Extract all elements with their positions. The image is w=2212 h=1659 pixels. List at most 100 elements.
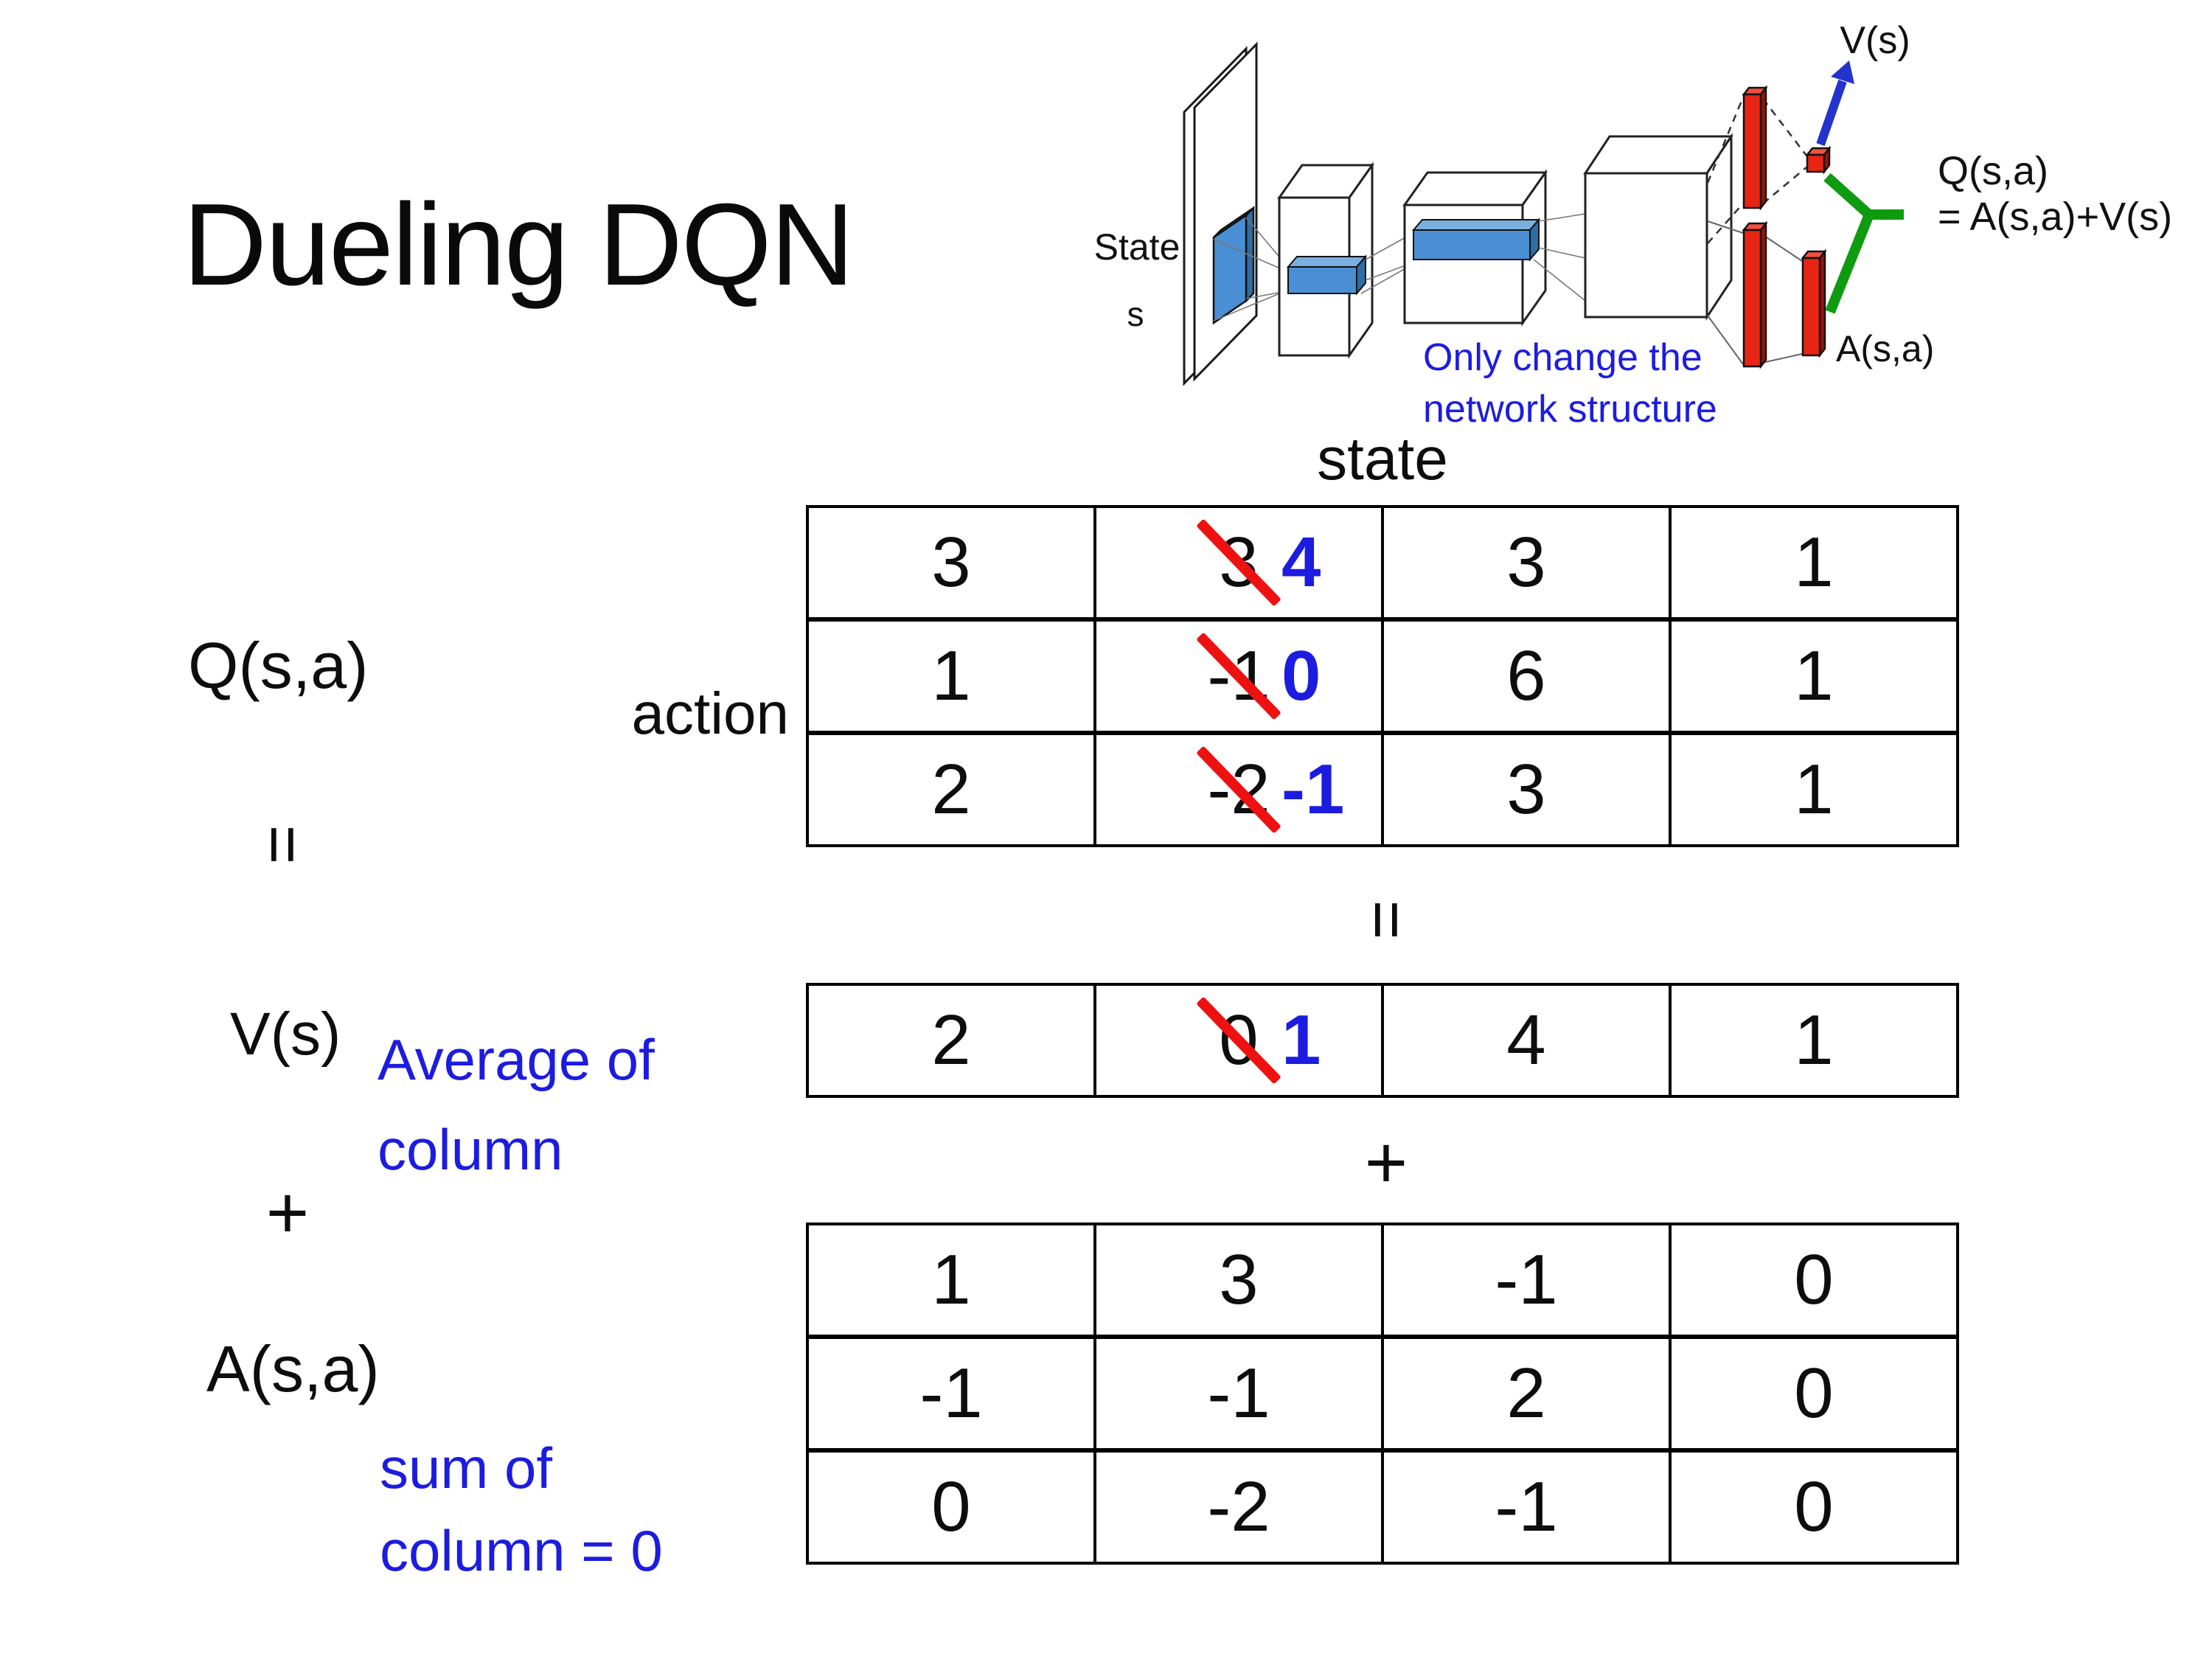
table-cell: -2 [1093, 1453, 1381, 1562]
new-value: 1 [1281, 1001, 1321, 1079]
cell-value: 3 [931, 523, 971, 602]
equals-rotated-left: = [245, 824, 321, 864]
cell-value: 1 [1794, 750, 1834, 829]
v-matrix-label: V(s) [230, 1001, 341, 1068]
cell-value: 3 [1506, 750, 1546, 829]
table-cell: 1 [1669, 986, 1956, 1095]
table-cell-corrected: 3 4 [1093, 508, 1381, 617]
cell-value: 1 [1794, 636, 1834, 715]
diagram-state-s-label: s [1127, 295, 1144, 333]
table-row: -1 -1 2 0 [809, 1335, 1956, 1448]
cell-value: 2 [931, 750, 971, 829]
table-row: 1 3 -1 0 [809, 1225, 1956, 1335]
v-table: 2 0 1 4 1 [806, 983, 1959, 1098]
cell-value: 3 [1506, 523, 1546, 602]
cell-value: 0 [1794, 1240, 1834, 1319]
cell-value: 1 [1794, 1001, 1834, 1079]
table-cell: 0 [809, 1453, 1093, 1562]
diagram-q-label-line1: Q(s,a) [1938, 149, 2048, 193]
dueling-network-diagram: State s V(s) Q(s,a) = A(s,a)+V(s) A(s,a)… [1094, 19, 2172, 428]
table-cell: 3 [1381, 735, 1669, 844]
table-row: 2 -2 -1 3 1 [809, 731, 1956, 844]
advantage-stream-lines [1707, 220, 1803, 365]
table-cell: 2 [1381, 1339, 1669, 1448]
table-cell: 0 [1669, 1453, 1956, 1562]
cell-value: -1 [919, 1354, 983, 1433]
diagram-note-line2: network structure [1423, 388, 1717, 428]
cell-value: 0 [931, 1467, 971, 1546]
table-cell: 3 [1093, 1225, 1381, 1335]
sum-note-line1: sum of [380, 1436, 553, 1500]
cell-value: -2 [1207, 1467, 1270, 1546]
a-table: 1 3 -1 0 -1 -1 2 0 0 -2 -1 0 [806, 1222, 1959, 1565]
cell-value: 3 [1219, 1240, 1259, 1319]
plus-sign-middle: + [1364, 1121, 1408, 1204]
table-cell: 3 [809, 508, 1093, 617]
page-title: Dueling DQN [183, 180, 855, 310]
equals-rotated-middle: = [1349, 900, 1425, 939]
feature-bar-1 [1286, 254, 1368, 296]
cell-value: 4 [1506, 1001, 1546, 1079]
table-cell: 1 [809, 1225, 1093, 1335]
diagram-a-label: A(s,a) [1836, 328, 1934, 369]
table-cell-corrected: -2 -1 [1093, 735, 1381, 844]
table-cell: 4 [1381, 986, 1669, 1095]
table-cell: -1 [1381, 1225, 1669, 1335]
value-stream-dashed-lines [1706, 97, 1807, 244]
table-cell-corrected: -1 0 [1093, 622, 1381, 731]
new-value: 4 [1281, 523, 1321, 602]
table-cell: -1 [1093, 1339, 1381, 1448]
diagram-state-label: State [1094, 226, 1180, 268]
table-row: 0 -2 -1 0 [809, 1448, 1956, 1562]
q-table: 3 3 4 3 1 1 -1 0 6 1 2 -2 -1 3 1 [806, 505, 1959, 847]
table-row: 2 0 1 4 1 [809, 986, 1956, 1095]
sum-note-line2: column = 0 [380, 1518, 663, 1583]
table-cell: 2 [809, 735, 1093, 844]
table-cell: -1 [1381, 1453, 1669, 1562]
diagram-vs-label: V(s) [1840, 19, 1910, 62]
value-arrow [1816, 60, 1854, 146]
combine-connector [1823, 173, 1904, 314]
cell-value: 1 [1794, 523, 1834, 602]
plus-sign-left: + [265, 1172, 310, 1254]
cell-value: 0 [1794, 1467, 1834, 1546]
table-cell: 3 [1381, 508, 1669, 617]
cell-value: 0 [1794, 1354, 1834, 1433]
table-cell: 1 [1669, 622, 1956, 731]
diagram-q-label-line2: = A(s,a)+V(s) [1938, 195, 2172, 239]
cell-value: 2 [1506, 1354, 1546, 1433]
table-cell: 0 [1669, 1339, 1956, 1448]
conv-lines-3 [1533, 213, 1586, 302]
table-cell: 2 [809, 986, 1093, 1095]
average-note-line2: column [378, 1117, 563, 1182]
table-cell-corrected: 0 1 [1093, 986, 1381, 1095]
a-matrix-label: A(s,a) [206, 1332, 380, 1405]
fc-red-bar-bottom [1742, 220, 1768, 369]
cell-value: -1 [1207, 1354, 1270, 1433]
table-cell: 1 [809, 622, 1093, 731]
table-cell: 6 [1381, 622, 1669, 731]
advantage-bar [1801, 248, 1827, 358]
table-cell: -1 [809, 1339, 1093, 1448]
feature-bar-2 [1411, 218, 1541, 262]
table-row: 1 -1 0 6 1 [809, 617, 1956, 731]
q-matrix-label: Q(s,a) [188, 629, 369, 702]
average-note-line1: Average of [378, 1027, 655, 1092]
table-cell: 1 [1669, 735, 1956, 844]
cell-value: 1 [931, 636, 971, 715]
new-value: 0 [1281, 636, 1321, 715]
table-row: 3 3 4 3 1 [809, 508, 1956, 617]
cell-value: 2 [931, 1001, 971, 1079]
cell-value: -1 [1495, 1240, 1558, 1319]
table-cell: 1 [1669, 508, 1956, 617]
conv-filter-patch [1212, 205, 1255, 325]
fc-layer-box [1583, 133, 1733, 321]
cell-value: 1 [931, 1240, 971, 1319]
cell-value: -1 [1495, 1467, 1558, 1546]
diagram-note-line1: Only change the [1423, 336, 1703, 379]
action-axis-label: action [631, 681, 789, 746]
table-cell: 0 [1669, 1225, 1956, 1335]
cell-value: 6 [1506, 636, 1546, 715]
value-node [1805, 145, 1832, 175]
